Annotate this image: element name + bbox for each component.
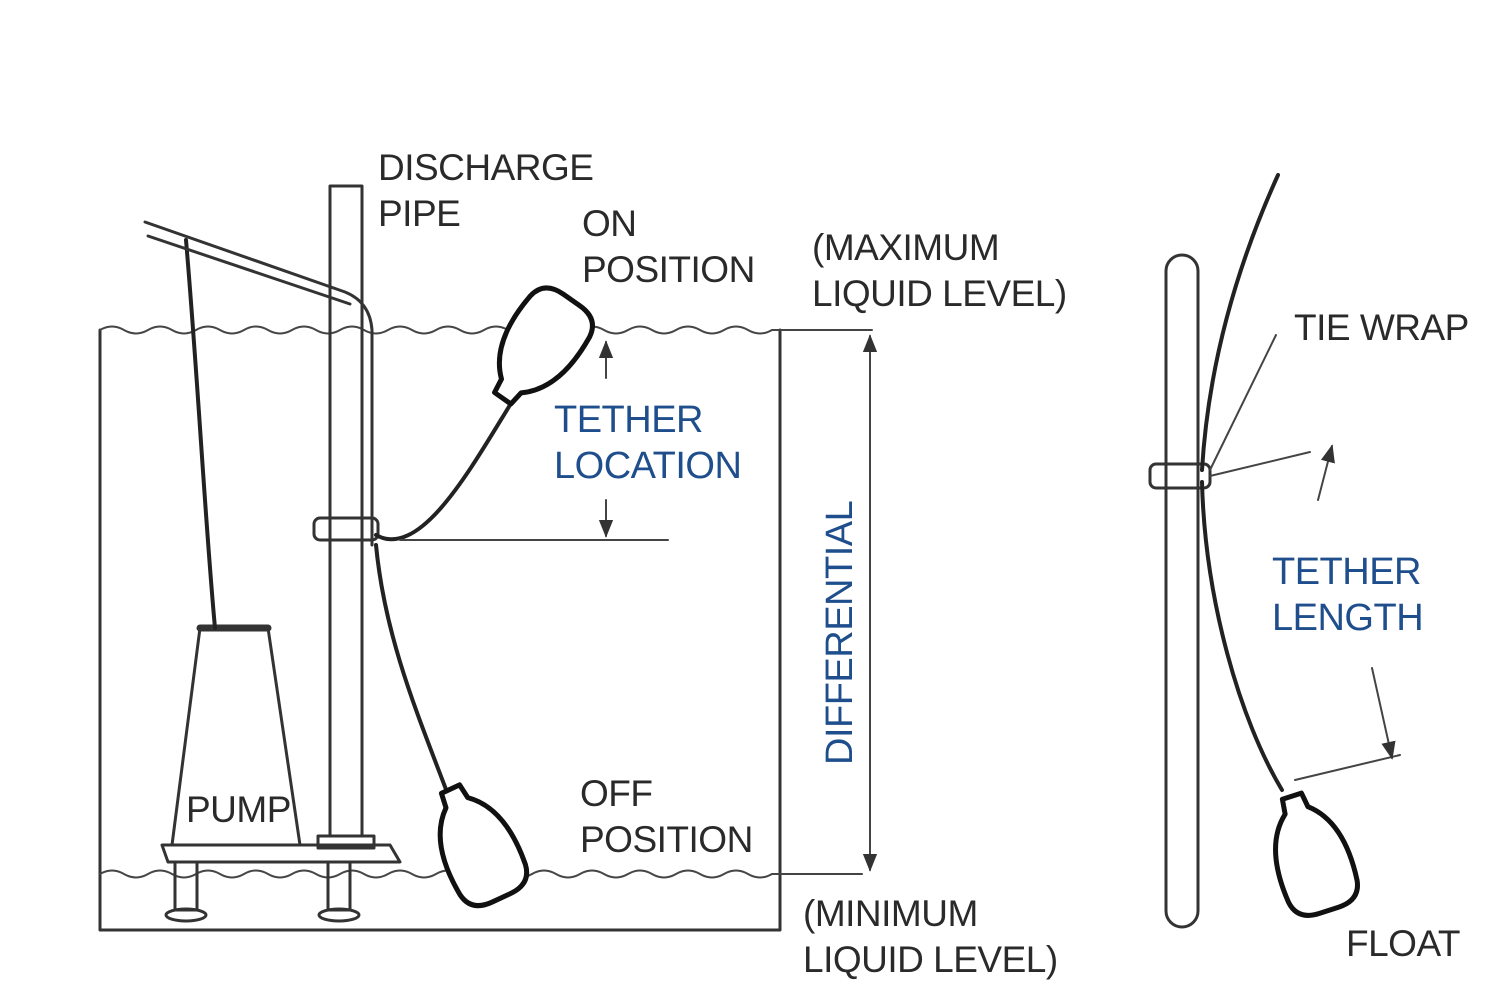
tie-wrap-leader xyxy=(1209,334,1277,471)
tether-length-label-line1: TETHER xyxy=(1272,551,1421,593)
detail-float xyxy=(1273,790,1360,918)
tank-outline xyxy=(98,328,782,932)
off-float-cable xyxy=(374,543,452,802)
off-position-float xyxy=(437,782,530,909)
on-position-label-line2: POSITION xyxy=(582,249,755,290)
differential-label: DIFFERENTIAL xyxy=(819,501,861,765)
min-liquid-surface xyxy=(99,869,863,879)
max-liquid-level-label-line1: (MAXIMUM xyxy=(812,227,999,268)
on-position-float xyxy=(492,285,595,407)
sump-pit xyxy=(98,325,873,932)
pump: PUMP xyxy=(160,624,402,923)
tether-location-label-line2: LOCATION xyxy=(554,445,741,487)
tether-location-dimension: TETHER LOCATION xyxy=(399,340,742,541)
discharge-pipe-label-line1: DISCHARGE xyxy=(378,147,593,188)
off-position-label-line2: POSITION xyxy=(580,819,753,860)
differential-dimension: DIFFERENTIAL xyxy=(819,334,878,872)
tether-detail xyxy=(1148,173,1401,929)
tether-length-label-line2: LENGTH xyxy=(1272,597,1423,639)
off-position-label-line1: OFF xyxy=(580,773,652,814)
tether-clamp xyxy=(312,516,380,542)
max-liquid-level-label-line2: LIQUID LEVEL) xyxy=(812,273,1067,314)
max-liquid-surface xyxy=(99,325,873,335)
detail-cord-upper xyxy=(1200,173,1280,472)
discharge-pipe-label-line2: PIPE xyxy=(378,193,460,234)
pump-power-cord xyxy=(184,238,217,630)
float-label: FLOAT xyxy=(1346,923,1460,964)
min-liquid-level-label-line2: LIQUID LEVEL) xyxy=(803,939,1058,980)
tie-wrap-label: TIE WRAP xyxy=(1294,307,1469,348)
pump-label: PUMP xyxy=(186,789,291,830)
discharge-pipe xyxy=(143,184,380,850)
min-liquid-level-label-line1: (MINIMUM xyxy=(803,893,978,934)
tether-location-label-line1: TETHER xyxy=(554,399,703,441)
detail-cord-tether xyxy=(1200,480,1284,792)
on-position-label-line1: ON xyxy=(582,203,637,244)
detail-pipe xyxy=(1164,253,1200,929)
on-float-cable xyxy=(374,403,512,542)
